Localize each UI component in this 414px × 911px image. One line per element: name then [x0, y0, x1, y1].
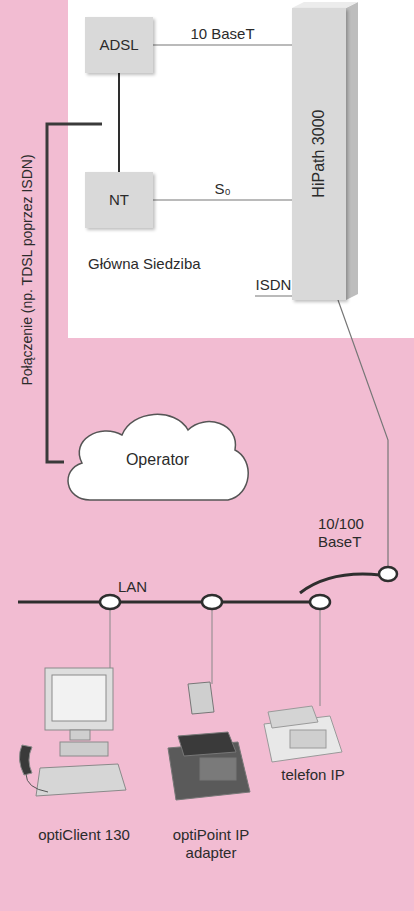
- drop-line: [320, 610, 321, 706]
- lan-ports: [100, 567, 397, 609]
- edge-label: S₀: [214, 180, 230, 198]
- node-label: NT: [109, 191, 129, 209]
- pc-icon: [19, 668, 126, 796]
- pbx-cabinet: HiPath 3000: [292, 8, 346, 300]
- device-caption: telefon IP: [262, 766, 364, 784]
- adapter-phone-icon: [168, 682, 250, 800]
- node-label: telefon IP: [262, 766, 364, 784]
- node-label: optiClient 130: [36, 826, 132, 844]
- connector: [118, 73, 120, 172]
- link-label: Połączenie (np. TDSL poprzez ISDN): [19, 154, 36, 385]
- node-label: ADSL: [99, 36, 138, 54]
- node-label: HiPath 3000: [309, 110, 328, 198]
- network-label: LAN: [118, 578, 147, 596]
- node-label: optiPoint IP adapter: [163, 826, 259, 862]
- region-ground: [68, 0, 414, 338]
- site-region: Główna Siedziba ADSL NT HiPath 3000: [68, 0, 414, 338]
- operator-cloud: Operator: [60, 405, 255, 515]
- drop-line: [212, 610, 213, 684]
- device-caption: optiClient 130: [36, 826, 132, 844]
- cabinet-side: [346, 2, 358, 300]
- link-label: 10/100 BaseT: [318, 515, 382, 551]
- device-caption: optiPoint IP adapter: [163, 826, 259, 862]
- edge-label: ISDN: [256, 276, 292, 294]
- lan-bus-arc: [300, 574, 380, 593]
- lan-bus: [18, 601, 322, 604]
- edge-label: 10 BaseT: [190, 25, 254, 43]
- connector: [153, 199, 292, 200]
- connector: [153, 44, 292, 45]
- node-label: Operator: [126, 450, 189, 469]
- modem-box: ADSL: [85, 17, 153, 73]
- ip-phone-icon: [264, 706, 342, 762]
- ntba-box: NT: [85, 172, 153, 228]
- region-title: Główna Siedziba: [88, 255, 201, 273]
- connector: [255, 295, 292, 296]
- drop-line: [110, 610, 111, 668]
